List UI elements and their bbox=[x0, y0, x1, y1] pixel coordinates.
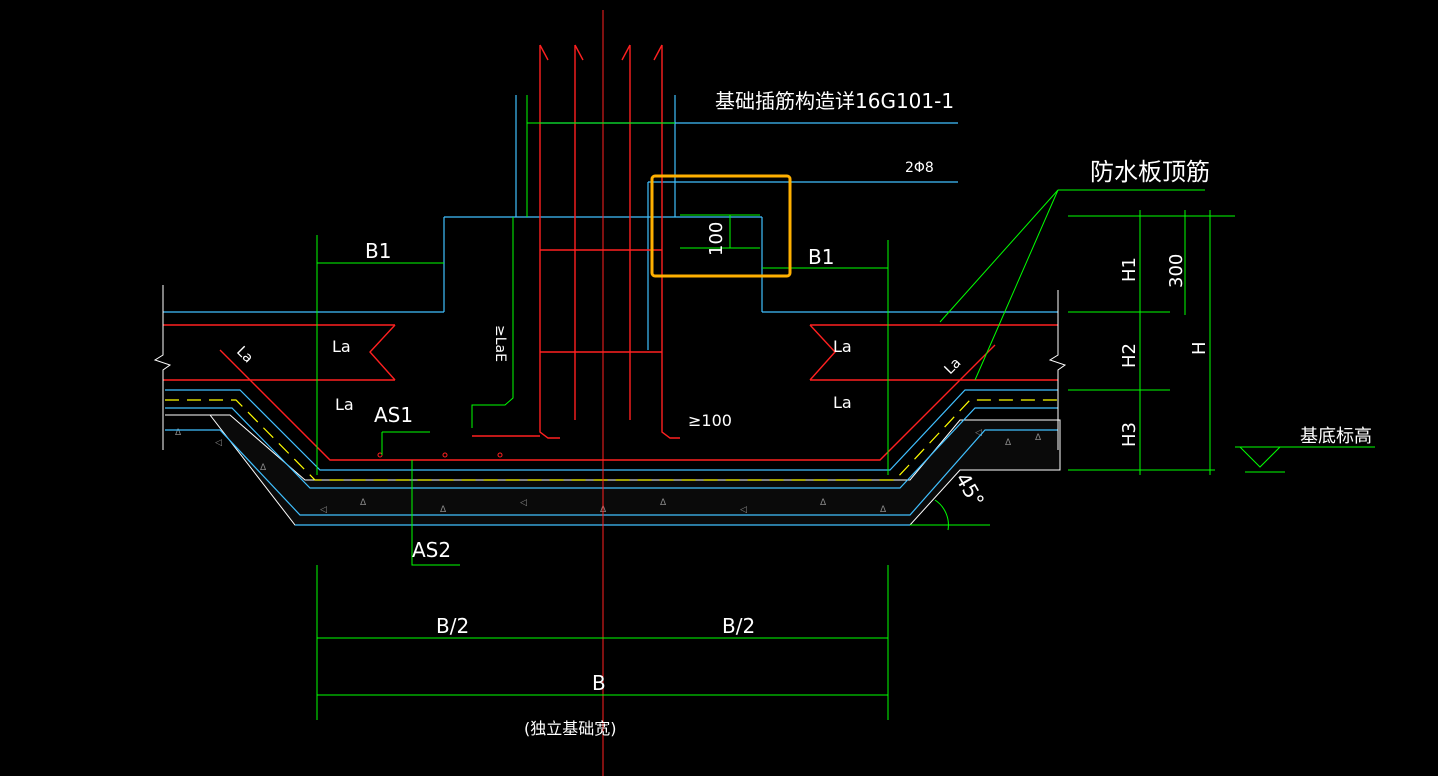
la-left-bottom: La bbox=[335, 395, 354, 414]
b-note-label: (独立基础宽) bbox=[524, 719, 617, 738]
h-total-label: H bbox=[1189, 341, 1210, 355]
highlight-box bbox=[650, 174, 792, 278]
svg-text:◁: ◁ bbox=[215, 438, 222, 448]
svg-text:Δ: Δ bbox=[175, 428, 182, 438]
la-right-top: La bbox=[833, 337, 852, 356]
b-total-label: B bbox=[592, 671, 606, 695]
la-left-top: La bbox=[332, 337, 351, 356]
ge-100-label: ≥100 bbox=[688, 411, 732, 430]
svg-text:Δ: Δ bbox=[880, 505, 887, 515]
half-b-left-label: B/2 bbox=[436, 614, 469, 638]
svg-text:Δ: Δ bbox=[820, 498, 827, 508]
svg-text:Δ: Δ bbox=[660, 498, 667, 508]
as2-label: AS2 bbox=[412, 538, 451, 562]
la-right-diagonal: La bbox=[942, 355, 965, 378]
rebar-detail-note: 基础插筋构造详16G101-1 bbox=[715, 89, 954, 113]
svg-text:◁: ◁ bbox=[975, 428, 982, 438]
b1-left-label: B1 bbox=[365, 239, 391, 263]
svg-text:Δ: Δ bbox=[1005, 438, 1012, 448]
lae-vertical-label: ≥LaE bbox=[492, 325, 508, 362]
waterproof-layer bbox=[165, 399, 1058, 481]
dim-300-label: 300 bbox=[1166, 254, 1187, 288]
h3-label: H3 bbox=[1119, 422, 1140, 447]
h1-label: H1 bbox=[1119, 257, 1140, 282]
svg-text:◁: ◁ bbox=[740, 505, 747, 515]
svg-text:Δ: Δ bbox=[440, 505, 447, 515]
foundation-outline bbox=[163, 95, 1058, 526]
h2-label: H2 bbox=[1119, 343, 1140, 368]
dim-100-label: 100 bbox=[706, 222, 727, 256]
concrete-blinding-layer: Δ◁Δ ◁ΔΔ ◁ΔΔ ◁ΔΔ ◁ΔΔ bbox=[165, 414, 1061, 526]
svg-text:◁: ◁ bbox=[520, 498, 527, 508]
rebar-2phi8-label: 2Φ8 bbox=[905, 160, 934, 176]
svg-text:Δ: Δ bbox=[260, 463, 267, 473]
base-elevation-label: 基底标高 bbox=[1300, 426, 1372, 447]
svg-text:◁: ◁ bbox=[320, 505, 327, 515]
drawing-labels: 基础插筋构造详16G101-1 2Φ8 防水板顶筋 B1 B1 100 La L… bbox=[233, 89, 1372, 738]
break-symbols bbox=[153, 285, 1067, 450]
half-b-right-label: B/2 bbox=[722, 614, 755, 638]
b1-right-label: B1 bbox=[808, 245, 834, 269]
angle-45-label: 45° bbox=[951, 469, 990, 512]
la-left-diagonal: La bbox=[233, 344, 256, 367]
bottom-bar-dots bbox=[377, 452, 503, 458]
rebar-group bbox=[163, 44, 1058, 461]
la-right-bottom: La bbox=[833, 393, 852, 412]
dimension-lines bbox=[316, 95, 1375, 720]
svg-text:Δ: Δ bbox=[1035, 433, 1042, 443]
as1-label: AS1 bbox=[374, 403, 413, 427]
waterproof-top-bar-label: 防水板顶筋 bbox=[1090, 158, 1210, 186]
svg-text:Δ: Δ bbox=[360, 498, 367, 508]
